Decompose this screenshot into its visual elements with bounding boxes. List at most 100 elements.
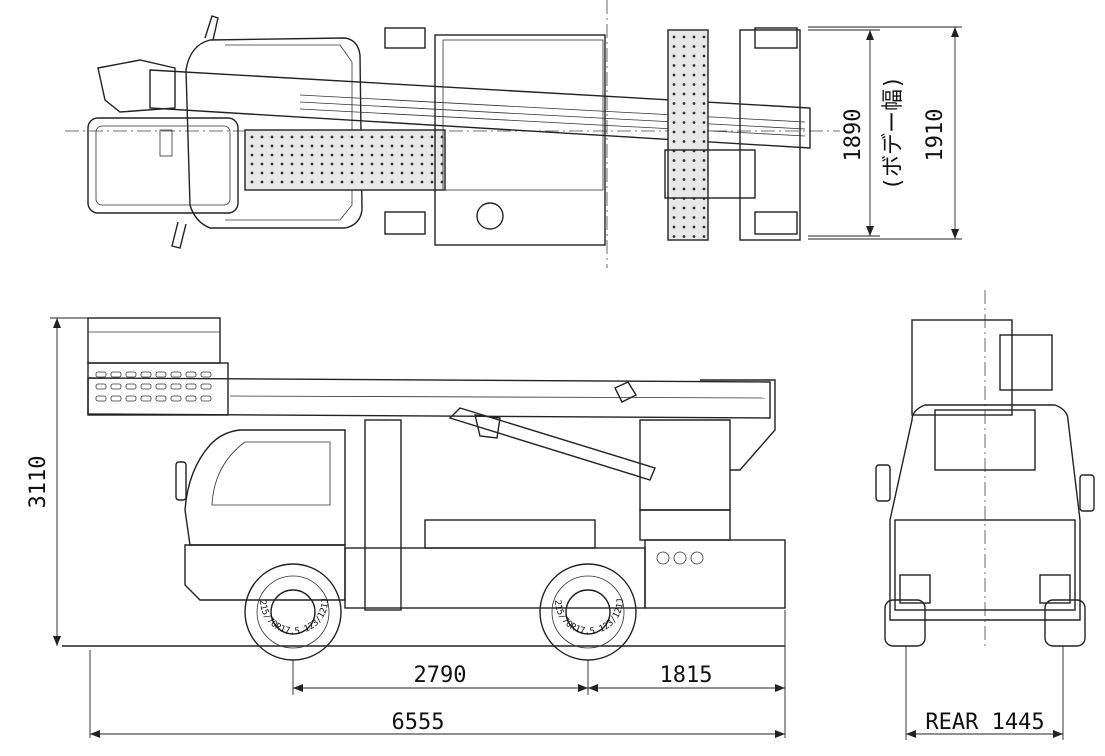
deck-hole [350,180,354,184]
deck-hole [430,135,434,139]
deck-hole [682,225,686,229]
deck-hole [692,178,696,181]
turret-base [639,509,731,541]
deck-hole [682,130,686,134]
deck-hole [682,178,686,181]
deck-hole [420,171,424,175]
deck-hole [320,180,324,184]
deck-hole [260,135,264,139]
deck-hole [400,180,404,184]
deck-hole [420,144,424,148]
mast-side [364,419,402,611]
deck-hole [300,180,304,184]
deck-hole [380,153,384,157]
turret-bracket [700,379,776,471]
deck-hole [280,144,284,148]
cab-lower [184,544,346,601]
deck-hole [280,162,284,166]
deck-hole [300,153,304,157]
deck-hole [420,135,424,139]
deck-hole [300,171,304,175]
vent-slot [185,395,197,402]
mirror-rear-right [1079,474,1095,512]
vent-slot [95,395,107,402]
tire-rear-right [1044,599,1086,647]
deck-hole [692,83,696,86]
vent-slot [155,395,167,402]
basket-vent-slots [95,371,212,402]
deck-hole [380,162,384,166]
vent-slot [170,395,182,402]
deck-hole [250,144,254,148]
mirror-side [175,461,187,501]
tire-marking-front: 215/70R17.5 123/121J [257,598,331,637]
deck-hole [672,111,676,115]
deck-hole [330,171,334,175]
cab-window [211,441,331,506]
deck-hole [430,144,434,148]
deck-hole [702,140,706,143]
deck-hole [370,162,374,166]
deck-hole [692,159,696,162]
deck-hole [400,135,404,139]
deck-hole [250,171,254,175]
deck-hole [682,121,686,124]
vent-slot [110,383,122,390]
vent-slot [170,371,182,378]
deck-hole [420,162,424,166]
deck-hole [702,206,706,210]
deck-hole [692,168,696,172]
deck-hole [310,180,314,184]
wheel-rear-left-top [754,27,798,49]
deck-hole [360,153,364,157]
deck-hole [692,92,696,96]
boom-top [149,69,811,149]
deck-hole [682,187,686,191]
rear-frame-top [739,29,801,241]
rear-light-2 [673,551,687,565]
deck-hole [672,225,676,229]
dim-overall-height: 3110 [26,456,51,509]
turret-side [639,419,731,511]
front-wheel-side [244,563,342,661]
deck-hole [350,162,354,166]
deck-hole [672,235,676,238]
deck-hole [430,162,434,166]
deck-hole [300,144,304,148]
deck-hole [290,171,294,175]
deck-hole [672,187,676,191]
deck-hole [320,135,324,139]
deck-hole [350,171,354,175]
deck-hole [340,144,344,148]
deck-hole [682,92,686,96]
deck-hole [682,206,686,210]
deck-hole [380,180,384,184]
deck-hole [400,153,404,157]
rear-view: REAR 1445 [875,290,1095,740]
deck-hole [410,153,414,157]
rear-bed-top [434,34,606,246]
deck-hole [300,162,304,166]
rear-bed-frame [442,39,604,191]
top-view: 1890 (ボデー幅) 1910 [65,0,962,268]
deck-hole [702,64,706,67]
deck-hole [390,153,394,157]
deck-hole [420,180,424,184]
vent-slot [125,383,137,390]
deck-hole [692,45,696,48]
vent-slot [155,383,167,390]
deck-hole [260,180,264,184]
deck-hole [310,162,314,166]
deck-hole [270,180,274,184]
vent-slot [200,395,212,402]
vent-slot [170,383,182,390]
deck-hole [250,180,254,184]
deck-hole [692,54,696,58]
deck-hole [692,64,696,67]
deck-hole [672,54,676,58]
vent-slot [110,371,122,378]
deck-hole [370,144,374,148]
deck-hole [410,135,414,139]
